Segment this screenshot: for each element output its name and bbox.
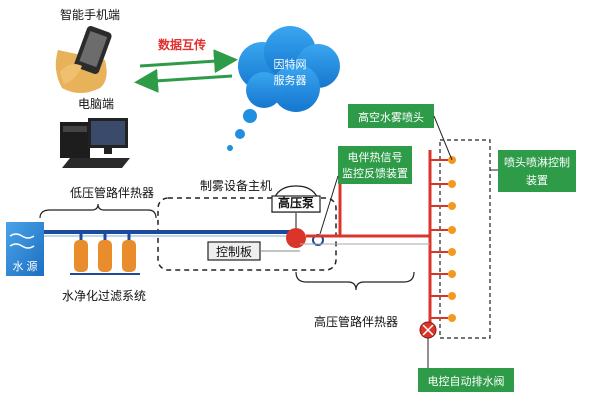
nozzle-label: 高空水雾喷头 — [358, 110, 424, 124]
fog-host-frame — [157, 197, 337, 271]
high-pressure-pump-icon — [271, 185, 321, 248]
cloud-label-line2: 服务器 — [274, 74, 307, 87]
fog-host-label: 制雾设备主机 — [200, 179, 272, 193]
smartphone-label: 智能手机端 — [60, 7, 120, 22]
smartphone-icon — [55, 26, 112, 93]
download-arrow — [134, 68, 233, 93]
high-pressure-brace — [295, 271, 415, 291]
water-filter-units — [70, 232, 140, 275]
high-pressure-pipe — [300, 150, 432, 328]
drain-valve-label: 电控自动排水阀 — [428, 374, 505, 388]
nozzle-control-line1: 喷头喷淋控制 — [504, 155, 570, 169]
data-exchange-label: 数据互传 — [158, 37, 206, 52]
water-source-label: 水 源 — [12, 259, 37, 273]
low-pressure-brace — [39, 203, 157, 219]
control-board-label: 控制板 — [216, 245, 252, 259]
nozzle-control-line2: 装置 — [526, 174, 548, 187]
low-pressure-heater-label: 低压管路伴热器 — [70, 185, 154, 200]
nozzle-frame — [439, 139, 491, 339]
computer-label: 电脑端 — [78, 97, 114, 111]
heat-signal-callout — [338, 146, 412, 184]
water-source-tank — [6, 222, 44, 276]
nozzle-control-callout — [498, 150, 576, 192]
nozzle-icons — [430, 156, 456, 322]
heat-signal-line1: 电伴热信号 — [348, 151, 403, 164]
drain-valve-callout — [418, 368, 514, 392]
high-pressure-pump-label: 高压泵 — [278, 195, 314, 210]
nozzle-callout — [348, 104, 434, 128]
cloud-label-line1: 因特网 — [274, 57, 307, 71]
high-pressure-heater-label: 高压管路伴热器 — [314, 314, 398, 329]
computer-icon — [60, 118, 130, 168]
heat-signal-line2: 监控反馈装置 — [342, 166, 408, 180]
cloud-server-icon — [227, 26, 340, 151]
water-filter-label: 水净化过滤系统 — [62, 289, 146, 303]
upload-arrow — [139, 49, 238, 74]
